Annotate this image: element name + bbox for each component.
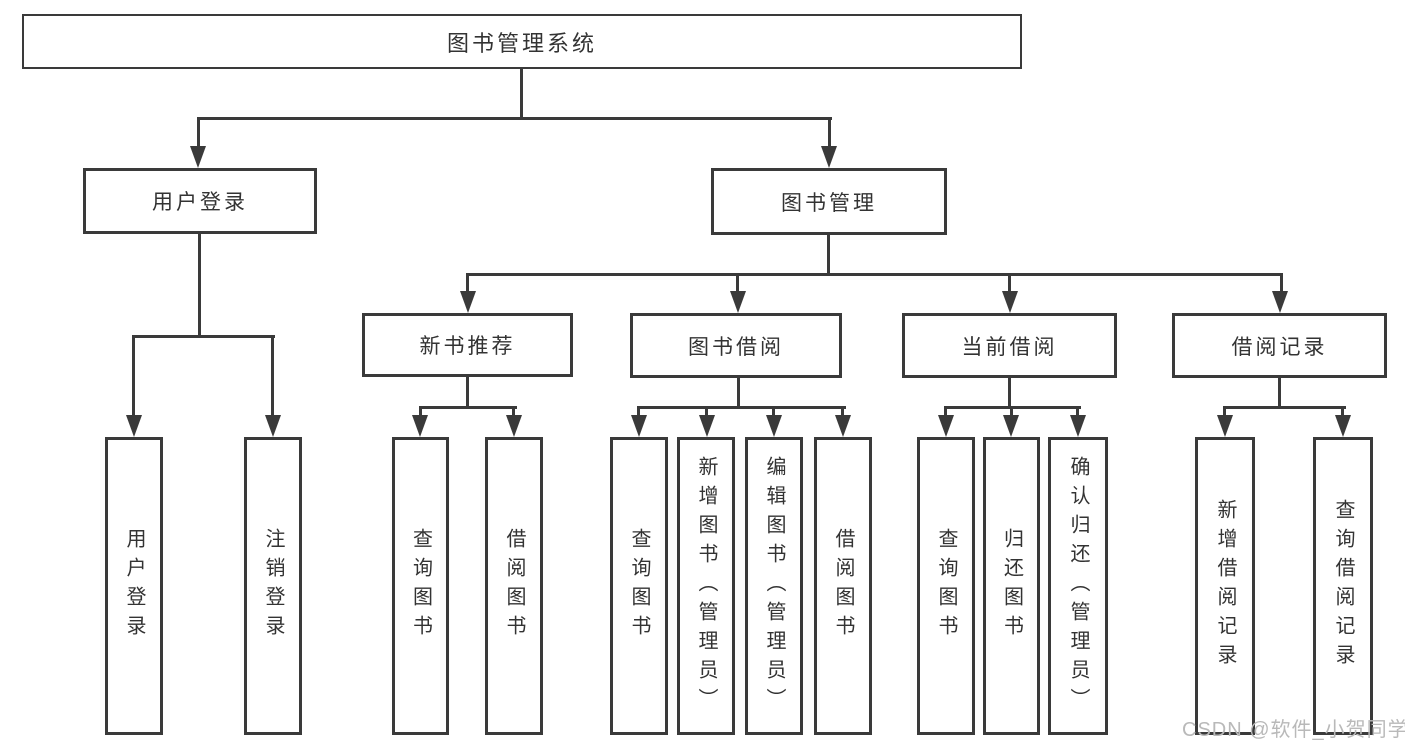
connector-line <box>1008 378 1011 409</box>
connector-line <box>466 377 469 409</box>
arrow-down-icon <box>821 146 837 168</box>
arrow-down-icon <box>1003 415 1019 437</box>
connector-line <box>271 335 274 417</box>
arrow-down-icon <box>190 146 206 168</box>
node-book-management: 图书管理 <box>711 168 947 235</box>
leaf-add-borrow-record: 新增借阅记录 <box>1195 437 1255 735</box>
leaf-confirm-return-admin: 确认归还（管理员） <box>1048 437 1108 735</box>
node-new-book-recommend-label: 新书推荐 <box>419 335 516 358</box>
node-user-login: 用户登录 <box>83 168 317 234</box>
node-current-borrow: 当前借阅 <box>902 313 1117 378</box>
node-borrow-records-label: 借阅记录 <box>1231 335 1328 359</box>
connector-line <box>1223 406 1226 419</box>
leaf-return-book: 归还图书 <box>983 437 1040 735</box>
arrow-down-icon <box>1335 415 1351 437</box>
connector-line <box>944 406 947 419</box>
node-root-label: 图书管理系统 <box>446 30 597 56</box>
node-book-borrow: 图书借阅 <box>630 313 842 378</box>
node-user-login-label: 用户登录 <box>152 191 248 214</box>
leaf-logout: 注销登录 <box>244 437 302 735</box>
connector-line <box>132 335 275 338</box>
leaf-add-book-admin-label: 新增图书（管理员） <box>695 455 717 717</box>
connector-line <box>1223 406 1346 409</box>
node-book-borrow-label: 图书借阅 <box>688 335 784 359</box>
leaf-borrow-book-1-label: 借阅图书 <box>503 528 525 644</box>
connector-line <box>637 406 640 419</box>
leaf-query-book-3-label: 查询图书 <box>935 528 957 644</box>
connector-line <box>828 117 831 150</box>
connector-line <box>132 335 135 417</box>
arrow-down-icon <box>1070 415 1086 437</box>
node-root-system: 图书管理系统 <box>22 14 1022 69</box>
connector-line <box>1076 406 1079 419</box>
connector-line <box>637 406 846 409</box>
connector-line <box>419 406 422 419</box>
arrow-down-icon <box>1217 415 1233 437</box>
node-current-borrow-label: 当前借阅 <box>961 335 1058 359</box>
connector-line <box>1280 273 1283 295</box>
connector-line <box>772 406 775 419</box>
node-book-management-label: 图书管理 <box>781 191 877 215</box>
leaf-user-login: 用户登录 <box>105 437 163 735</box>
leaf-add-book-admin: 新增图书（管理员） <box>677 437 735 735</box>
leaf-add-borrow-record-label: 新增借阅记录 <box>1214 499 1236 673</box>
leaf-borrow-book-1: 借阅图书 <box>485 437 543 735</box>
connector-line <box>520 69 523 118</box>
connector-line <box>198 234 201 337</box>
connector-line <box>512 406 515 419</box>
connector-line <box>466 273 469 295</box>
leaf-query-borrow-record: 查询借阅记录 <box>1313 437 1373 735</box>
leaf-borrow-book-2: 借阅图书 <box>814 437 872 735</box>
connector-line <box>1008 273 1011 295</box>
connector-line <box>466 273 1283 276</box>
connector-line <box>1278 378 1281 409</box>
csdn-watermark: CSDN @软件_小贺同学 <box>1182 719 1405 741</box>
leaf-query-book-2-label: 查询图书 <box>628 528 650 644</box>
connector-line <box>841 406 844 419</box>
leaf-return-book-label: 归还图书 <box>1000 528 1023 644</box>
arrow-down-icon <box>631 415 647 437</box>
leaf-query-book-1-label: 查询图书 <box>409 528 432 644</box>
arrow-down-icon <box>126 415 142 437</box>
leaf-query-book-2: 查询图书 <box>610 437 668 735</box>
arrow-down-icon <box>1272 291 1288 313</box>
arrow-down-icon <box>730 291 746 313</box>
node-new-book-recommend: 新书推荐 <box>362 313 573 377</box>
arrow-down-icon <box>766 415 782 437</box>
arrow-down-icon <box>506 415 522 437</box>
leaf-query-borrow-record-label: 查询借阅记录 <box>1332 499 1354 673</box>
leaf-query-book-1: 查询图书 <box>392 437 449 735</box>
arrow-down-icon <box>412 415 428 437</box>
leaf-logout-label: 注销登录 <box>262 528 284 644</box>
arrow-down-icon <box>699 415 715 437</box>
connector-line <box>419 406 517 409</box>
connector-line <box>705 406 708 419</box>
leaf-edit-book-admin-label: 编辑图书（管理员） <box>763 455 785 717</box>
connector-line <box>736 273 739 295</box>
arrow-down-icon <box>460 291 476 313</box>
connector-line <box>737 378 740 409</box>
leaf-query-book-3: 查询图书 <box>917 437 975 735</box>
connector-line <box>1341 406 1344 419</box>
leaf-user-login-label: 用户登录 <box>123 528 145 644</box>
leaf-confirm-return-admin-label: 确认归还（管理员） <box>1067 455 1089 717</box>
connector-line <box>1010 406 1013 419</box>
arrow-down-icon <box>1002 291 1018 313</box>
arrow-down-icon <box>835 415 851 437</box>
leaf-borrow-book-2-label: 借阅图书 <box>832 528 854 644</box>
connector-line <box>197 117 832 120</box>
connector-line <box>827 234 830 276</box>
node-borrow-records: 借阅记录 <box>1172 313 1387 378</box>
connector-line <box>197 117 200 150</box>
arrow-down-icon <box>938 415 954 437</box>
arrow-down-icon <box>265 415 281 437</box>
leaf-edit-book-admin: 编辑图书（管理员） <box>745 437 803 735</box>
